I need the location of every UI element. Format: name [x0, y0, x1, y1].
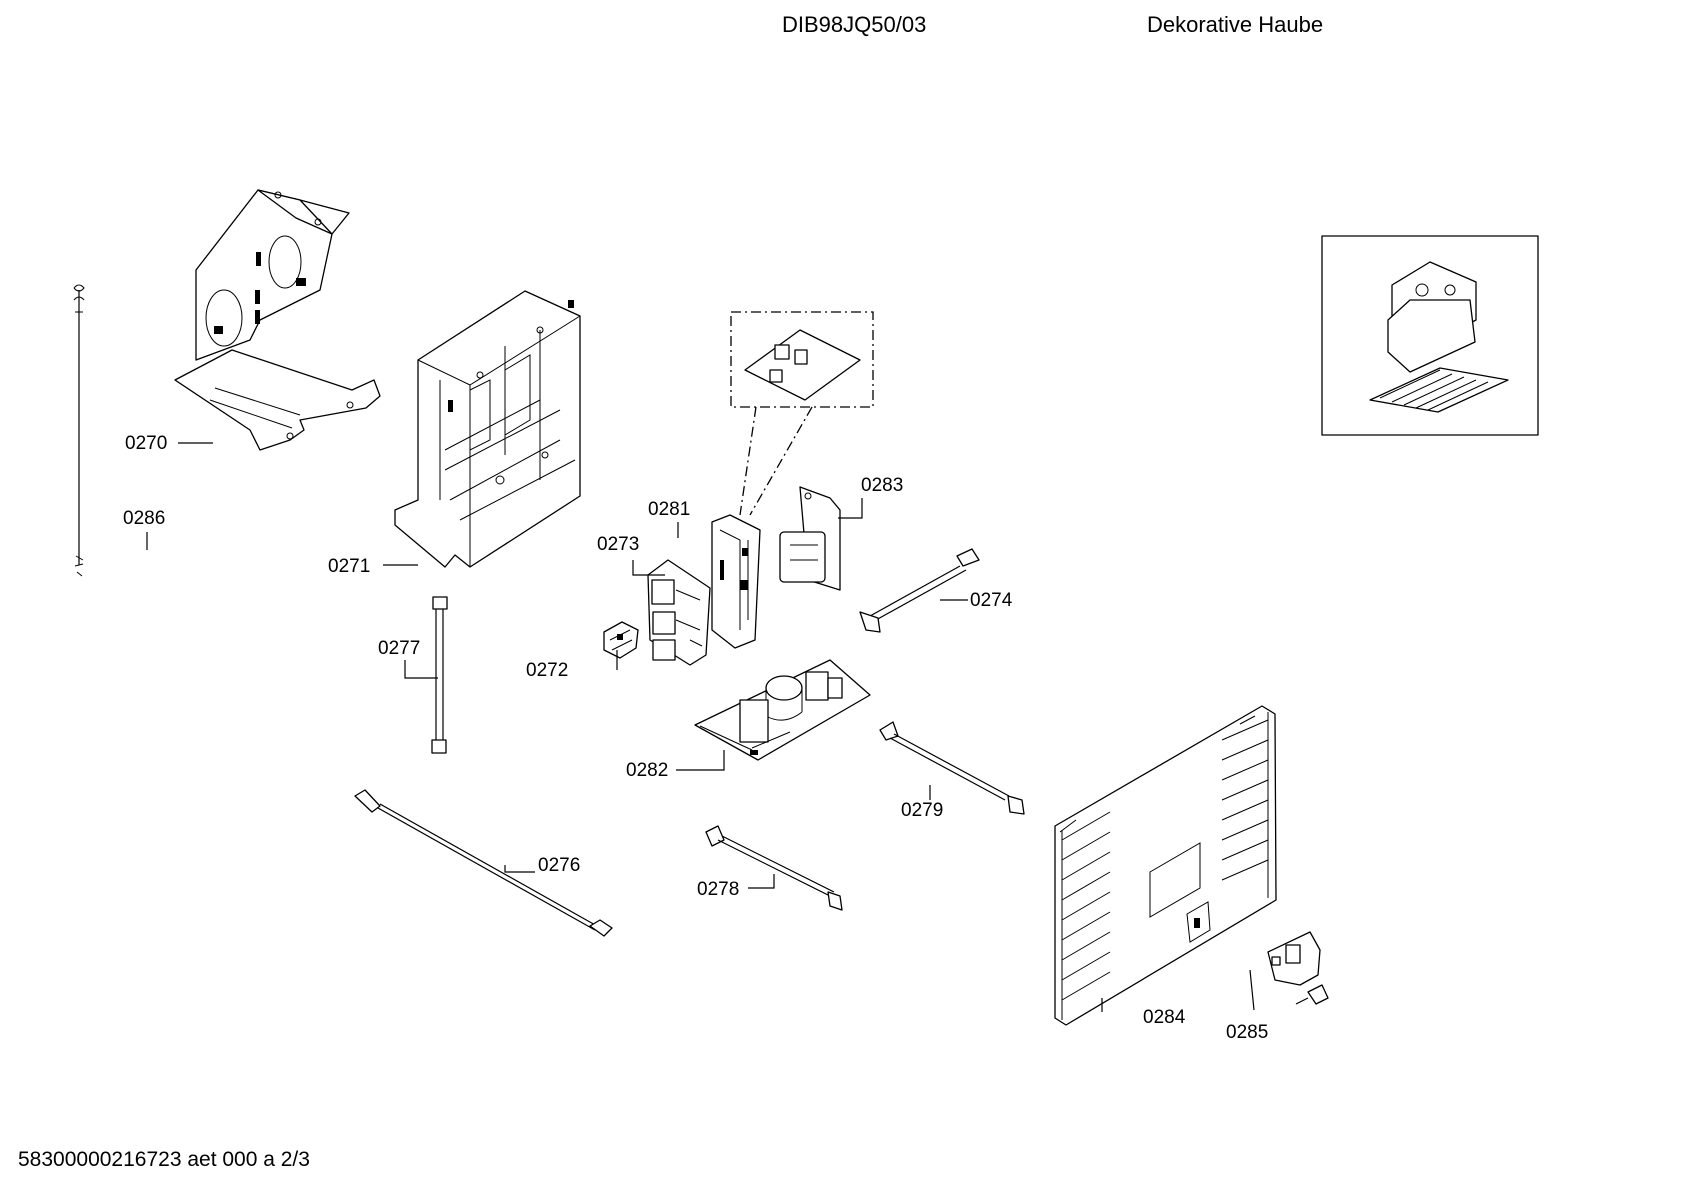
- label-0274: 0274: [970, 590, 1013, 611]
- part-0271-housing[interactable]: [394, 290, 581, 568]
- label-0273: 0273: [597, 534, 639, 555]
- leader-0282: [676, 750, 725, 771]
- overview-thumbnail: [1321, 235, 1539, 436]
- part-0281-control-board[interactable]: [711, 514, 761, 649]
- label-0286: 0286: [123, 508, 165, 529]
- part-0274-cable[interactable]: [859, 548, 980, 633]
- label-0283: 0283: [861, 475, 903, 496]
- part-0279-cable[interactable]: [879, 721, 1025, 815]
- model-number: DIB98JQ50/03: [782, 12, 927, 37]
- label-0276: 0276: [538, 855, 580, 876]
- part-0285-cover-screw[interactable]: [1267, 931, 1329, 1005]
- leader-0285: [1249, 969, 1255, 1011]
- leader-0273: [632, 560, 665, 576]
- label-0281: 0281: [648, 499, 690, 520]
- label-0277: 0277: [378, 638, 420, 659]
- part-0272-clip[interactable]: [603, 621, 639, 659]
- detail-box-0281: [730, 311, 874, 516]
- part-0282-power-board[interactable]: [694, 659, 871, 761]
- label-0272: 0272: [526, 660, 568, 681]
- label-0271: 0271: [328, 556, 370, 577]
- label-0279: 0279: [901, 800, 943, 821]
- document-reference: 58300000216723 aet 000 a 2/3: [18, 1148, 310, 1171]
- page-title: Dekorative Haube: [1147, 12, 1324, 37]
- label-0278: 0278: [697, 879, 739, 900]
- leader-0278: [748, 874, 775, 889]
- part-0276-cable[interactable]: [354, 789, 613, 937]
- label-0284: 0284: [1143, 1007, 1186, 1028]
- label-0282: 0282: [626, 760, 668, 781]
- leader-0283: [838, 498, 863, 519]
- leader-0276: [504, 865, 535, 873]
- part-0278-cable[interactable]: [705, 825, 843, 911]
- label-0270: 0270: [125, 433, 167, 454]
- part-0277-cable[interactable]: [431, 596, 448, 754]
- part-0270-bracket[interactable]: [174, 189, 381, 451]
- part-0284-grille-panel[interactable]: [1054, 705, 1277, 1026]
- part-0273-relay-board[interactable]: [647, 559, 711, 666]
- part-0283-transformer[interactable]: [779, 486, 841, 591]
- label-0285: 0285: [1226, 1022, 1268, 1043]
- part-0286-wire[interactable]: [73, 284, 85, 577]
- leader-0277: [404, 660, 438, 679]
